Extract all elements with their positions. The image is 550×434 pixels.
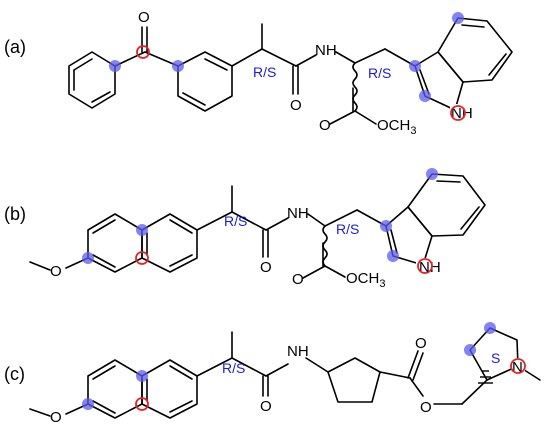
site-dot [464, 344, 476, 356]
site-dot [82, 398, 94, 410]
site-ring [510, 358, 526, 374]
site-ring [135, 251, 149, 265]
stereo-label-b1: R/S [224, 213, 247, 229]
site-ring [417, 258, 433, 274]
atom-nh-amide: NH [315, 42, 337, 59]
naphthalene-ring-1 [87, 213, 143, 273]
stereo-label-b2: R/S [336, 221, 359, 237]
phenyl-ring [68, 51, 116, 109]
panel-label-c: (c) [4, 364, 25, 384]
naphthalene-ring-1 [87, 359, 143, 419]
stereo-label-a2: R/S [368, 65, 391, 81]
atom-nh-amide: NH [287, 343, 309, 360]
panel-c: (c) O O NH R/S O O [4, 322, 541, 426]
indole-benzo-ring [407, 173, 486, 237]
atom-o-ester: O [319, 117, 331, 134]
atom-o-methoxy: O [50, 263, 62, 280]
wavy-bond [352, 62, 358, 112]
site-dot [136, 370, 148, 382]
site-dot [452, 12, 464, 24]
atom-nh-amide: NH [287, 205, 309, 222]
site-dot [82, 252, 94, 264]
stereo-label-a1: R/S [253, 64, 276, 80]
atom-o-amide: O [290, 97, 302, 114]
site-ring [135, 397, 149, 411]
atom-o-ester: O [420, 399, 432, 416]
site-dot [409, 60, 421, 72]
atom-o-amide: O [260, 259, 272, 276]
naphthalene-ring-2 [141, 359, 198, 419]
stereo-label-c1: R/S [222, 360, 245, 376]
atom-o-amide: O [260, 398, 272, 415]
site-dot [484, 322, 496, 334]
atom-o-methoxy: O [50, 409, 62, 426]
panel-a: (a) O O NH R/S O OCH3 R/S [4, 9, 513, 137]
atom-och3: OCH3 [346, 270, 385, 290]
atom-o-ester-carbonyl: O [415, 335, 427, 352]
site-dot [172, 60, 184, 72]
panel-label-a: (a) [4, 37, 26, 57]
panel-label-b: (b) [4, 204, 26, 224]
indole-benzo-ring [437, 17, 513, 83]
atom-o-ester: O [292, 271, 304, 288]
atom-och3: OCH3 [377, 117, 416, 137]
stereo-label-c2: S [491, 350, 500, 366]
site-dot [136, 224, 148, 236]
atom-n-pyrrolidine: N [512, 359, 523, 376]
site-dot [387, 250, 399, 262]
site-ring [136, 45, 150, 59]
site-ring [450, 105, 466, 121]
atom-o-ketone: O [138, 9, 150, 26]
benzene-ring [177, 51, 233, 112]
atom-nh-indole: NH [451, 105, 473, 122]
site-dot [419, 90, 431, 102]
site-dot [380, 220, 392, 232]
site-dot [109, 60, 121, 72]
site-dot [426, 168, 438, 180]
cyclopentane-ring [327, 357, 381, 403]
atom-nh-indole: NH [419, 259, 441, 276]
naphthalene-ring-2 [141, 213, 198, 273]
panel-b: (b) O O NH R/S O OCH3 R/S [4, 168, 486, 290]
